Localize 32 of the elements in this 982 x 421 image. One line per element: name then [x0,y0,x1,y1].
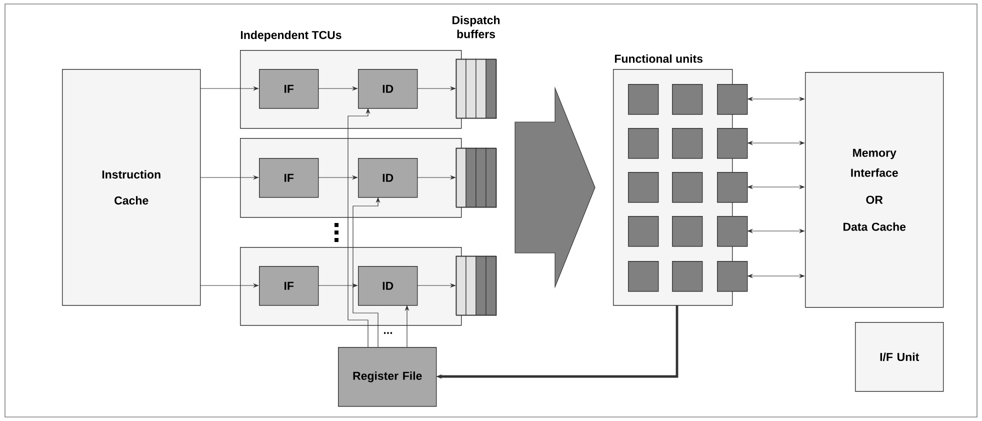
unit-square [672,261,703,292]
unit-box: I/F Unit [855,322,944,392]
cache-box: Instruction Cache [62,69,201,306]
unit-square [717,216,748,247]
unit-square [717,172,748,203]
ellipsis: ... [384,332,392,334]
memory-box: Memory Interface OR Data Cache [805,72,944,308]
unit-square [717,128,748,159]
unit-square [628,216,659,247]
stage-box: IF [259,158,319,198]
block-arrow [514,86,596,289]
unit-square [628,84,659,115]
unit-square [628,172,659,203]
stage-box: IF [259,266,319,306]
unit-square [717,261,748,292]
stage-box: ID [358,266,418,306]
unit-square [717,84,748,115]
stage-box: ID [358,158,418,198]
group-heading: Independent TCUs [240,30,342,42]
register-file-box: Register File [338,347,437,407]
dispatch-buffer [456,256,497,316]
unit-square [628,128,659,159]
dispatch-buffer [456,148,497,208]
stage-box: ID [358,69,418,109]
unit-square [672,128,703,159]
unit-square [672,216,703,247]
stage-box: IF [259,69,319,109]
group-heading: Dispatch buffers [452,16,500,38]
unit-square [672,84,703,115]
unit-square [672,172,703,203]
unit-square [628,261,659,292]
dispatch-buffer [456,58,497,119]
